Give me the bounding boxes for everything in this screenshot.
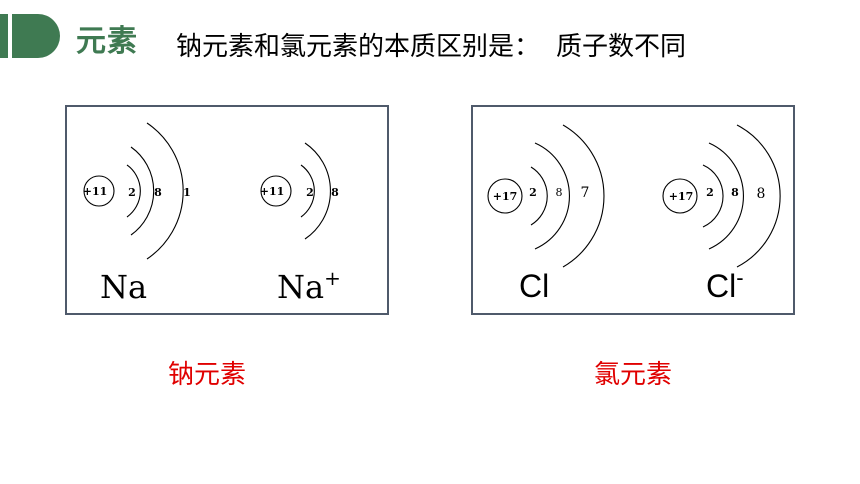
na-atom-nucleus: +11	[83, 185, 108, 198]
section-title: 元素	[76, 24, 138, 59]
na-ion-shell-1: 2	[306, 186, 314, 199]
cl-ion-shell-3: 8	[757, 186, 766, 202]
svg-text:Na+: Na+	[277, 266, 341, 306]
sodium-caption: 钠元素	[168, 360, 247, 390]
na-ion-charge: +	[324, 266, 341, 290]
cl-ion-charge: -	[736, 265, 743, 290]
cl-atom-nucleus-circle	[487, 178, 523, 214]
statement-answer: 质子数不同	[556, 32, 687, 62]
cl-ion-shell-3-arc	[736, 124, 781, 268]
svg-text:Cl-: Cl-	[706, 265, 744, 304]
na-atom-shell-2-arc	[130, 146, 155, 236]
cl-ion-symbol: Cl	[706, 268, 736, 304]
cl-atom-shell-3-arc	[562, 124, 605, 268]
na-ion-shell-2: 8	[331, 186, 339, 199]
na-atom-symbol: Na	[100, 268, 147, 306]
na-ion-symbol: Na	[277, 268, 324, 306]
cl-atom-shell-1: 2	[529, 186, 537, 199]
cl-atom-symbol: Cl	[519, 268, 549, 304]
na-ion-nucleus: +11	[260, 185, 285, 198]
na-ion-shell-2-arc	[304, 142, 331, 240]
na-atom-shell-3: 1	[183, 186, 191, 199]
header-badge	[0, 14, 62, 58]
cl-atom-shell-2: 8	[556, 186, 563, 199]
na-ion-nucleus-circle	[260, 175, 292, 207]
na-atom-shell-1: 2	[128, 186, 136, 199]
na-ion-shell-1-arc	[300, 164, 315, 218]
cl-ion-shell-1: 2	[706, 186, 714, 199]
cl-ion-nucleus-circle	[662, 178, 698, 214]
header-badge-bar	[0, 14, 8, 58]
sodium-panel: +11 2 8 1 +11 2 8 Na Na+	[65, 105, 389, 315]
chlorine-caption: 氯元素	[594, 360, 673, 390]
svg-text:Cl: Cl	[519, 268, 549, 304]
header-badge-pill	[12, 14, 60, 58]
na-atom-shell-2: 8	[154, 186, 162, 199]
cl-atom-shell-3: 7	[581, 185, 590, 201]
cl-atom-shell-2-arc	[534, 142, 570, 250]
cl-atom-shell-1-arc	[530, 166, 548, 226]
cl-ion-shell-2: 8	[731, 186, 739, 199]
svg-text:Na: Na	[100, 268, 147, 306]
na-atom-shell-3-arc	[146, 122, 184, 260]
na-atom-shell-1-arc	[126, 164, 141, 218]
cl-atom-nucleus: +17	[493, 190, 518, 203]
sodium-diagram: +11 2 8 1 +11 2 8 Na Na+	[83, 122, 341, 306]
chlorine-panel: +17 2 8 7 +17 2 8 8 Cl Cl-	[471, 105, 795, 315]
statement-question: 钠元素和氯元素的本质区别是：	[176, 32, 541, 62]
chlorine-diagram: +17 2 8 7 +17 2 8 8 Cl Cl-	[487, 124, 781, 304]
cl-ion-shell-2-arc	[708, 142, 744, 250]
cl-ion-shell-1-arc	[702, 164, 724, 228]
cl-ion-nucleus: +17	[669, 190, 694, 203]
statement: 钠元素和氯元素的本质区别是： 质子数不同	[176, 26, 686, 63]
na-atom-nucleus-circle	[83, 175, 115, 207]
